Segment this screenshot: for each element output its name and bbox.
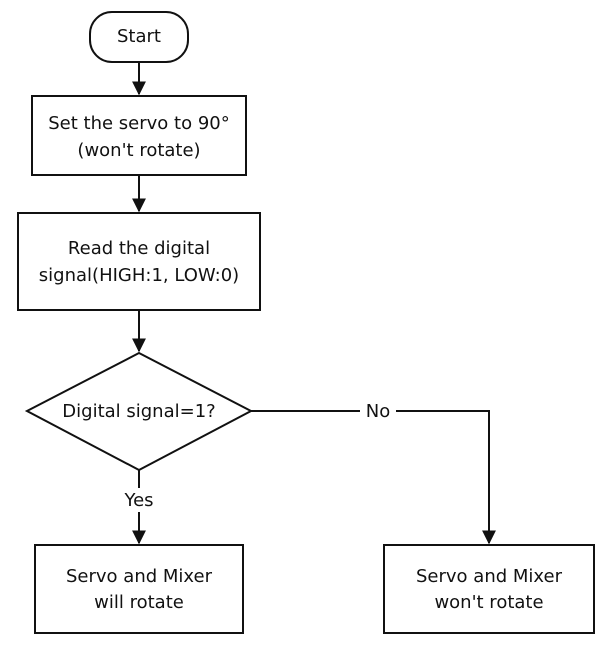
set-servo-node: Set the servo to 90° (won't rotate) xyxy=(31,95,247,176)
no-label: No xyxy=(366,401,390,422)
decision-label: Digital signal=1? xyxy=(62,401,215,422)
read-signal-label-line-1: Read the digital xyxy=(68,238,210,259)
yes-label: Yes xyxy=(123,490,153,511)
rotate-label-line-2: will rotate xyxy=(94,592,184,613)
rotate-node: Servo and Mixer will rotate xyxy=(34,544,244,634)
start-terminal-shape xyxy=(89,11,189,63)
set-servo-box xyxy=(31,95,247,176)
start-node: Start xyxy=(89,11,189,63)
no-rotate-node: Servo and Mixer won't rotate xyxy=(383,544,595,634)
no-rotate-box xyxy=(383,544,595,634)
rotate-label-line-1: Servo and Mixer xyxy=(66,566,213,587)
decision-diamond xyxy=(24,351,254,472)
read-signal-label-line-2: signal(HIGH:1, LOW:0) xyxy=(39,265,239,286)
no-rotate-label-line-2: won't rotate xyxy=(434,592,543,613)
decision-node: Digital signal=1? xyxy=(24,351,254,472)
read-signal-node: Read the digital signal(HIGH:1, LOW:0) xyxy=(17,212,261,311)
yes-label-background xyxy=(118,488,160,512)
rotate-box xyxy=(34,544,244,634)
set-servo-label-line-2: (won't rotate) xyxy=(77,140,200,161)
no-rotate-label-line-1: Servo and Mixer xyxy=(416,566,563,587)
edge-decision-to-no-rotate xyxy=(251,410,496,545)
read-signal-box xyxy=(17,212,261,311)
no-label-background xyxy=(360,400,396,424)
start-label: Start xyxy=(117,26,161,47)
set-servo-label-line-1: Set the servo to 90° xyxy=(48,113,229,134)
